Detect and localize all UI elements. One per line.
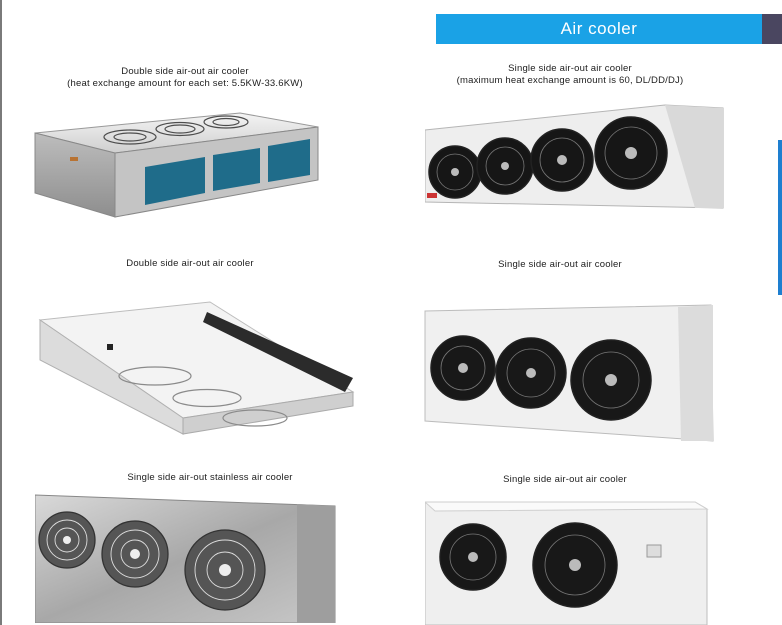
caption-product-5: Single side air-out stainless air cooler	[127, 472, 293, 483]
header-dark-tab	[762, 14, 782, 44]
section-header: Air cooler	[436, 14, 762, 44]
caption-product-3: Double side air-out air cooler	[126, 258, 254, 269]
product-image-2	[425, 100, 725, 215]
caption-product-6: Single side air-out air cooler	[503, 474, 627, 485]
caption-product-2: Single side air-out air cooler (maximum …	[456, 63, 684, 86]
caption-product-1: Double side air-out air cooler (heat exc…	[67, 66, 303, 89]
side-accent-bar	[778, 140, 782, 295]
section-title: Air cooler	[560, 19, 638, 38]
product-image-5	[35, 490, 337, 623]
product-image-4	[423, 303, 718, 445]
product-image-1	[30, 105, 325, 225]
caption-product-4: Single side air-out air cooler	[498, 259, 622, 270]
product-image-6	[425, 497, 710, 625]
product-image-3	[35, 300, 357, 440]
page-left-border	[0, 0, 2, 625]
